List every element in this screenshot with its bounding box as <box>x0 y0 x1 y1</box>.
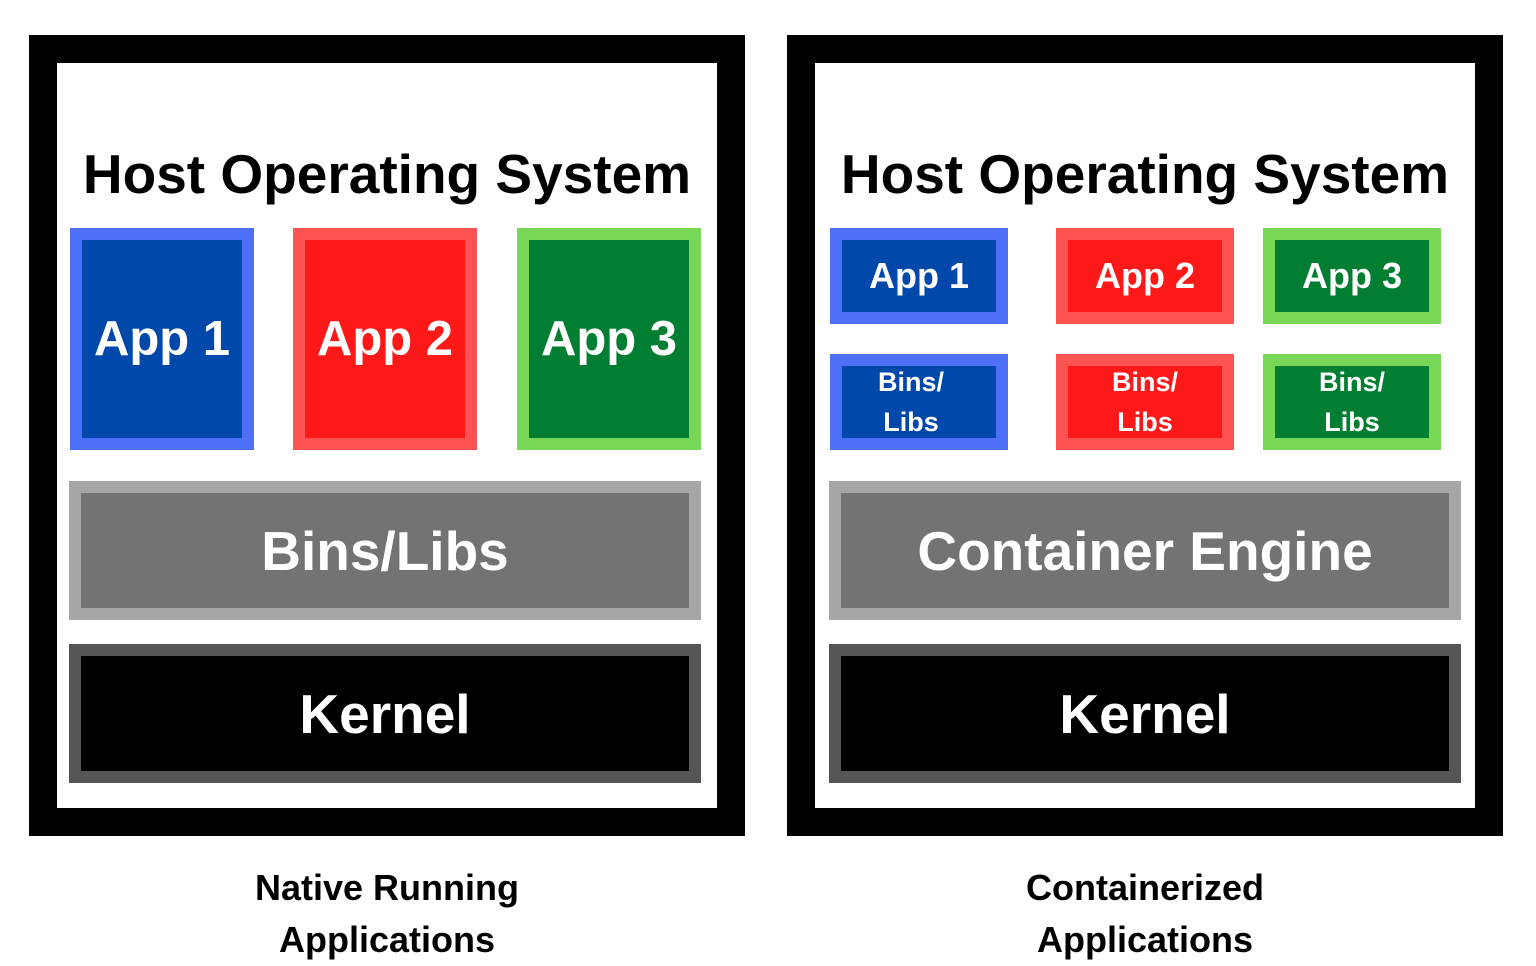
container-bins-libs-2-box: Bins/ Libs <box>1056 354 1234 450</box>
container-bins-libs-1-line-2: Libs <box>883 407 939 437</box>
container-bins-libs-2-text: Bins/ Libs <box>1112 362 1178 442</box>
container-bins-libs-3-line-1: Bins/ <box>1318 367 1385 397</box>
container-bins-libs-3-box: Bins/ Libs <box>1263 354 1441 450</box>
container-app-3-label: App 3 <box>1301 255 1402 296</box>
container-bins-libs-3-line-2: Libs <box>1324 407 1380 437</box>
native-caption-line-1: Native Running <box>254 867 519 908</box>
native-host-panel: Host Operating System App 1 App 2 App 3 … <box>29 35 745 836</box>
native-app-1-label: App 1 <box>93 312 231 366</box>
container-bins-libs-3-text: Bins/ Libs <box>1319 362 1385 442</box>
container-host-inner: Host Operating System App 1 App 2 App 3 … <box>815 63 1475 808</box>
container-engine-label: Container Engine <box>917 519 1373 582</box>
container-host-panel: Host Operating System App 1 App 2 App 3 … <box>787 35 1503 836</box>
container-app-3-box: App 3 <box>1263 228 1441 324</box>
native-app-2-label: App 2 <box>316 312 454 366</box>
native-host-title: Host Operating System <box>82 143 692 205</box>
container-host-title: Host Operating System <box>840 143 1450 205</box>
container-bins-libs-2-line-2: Libs <box>1117 407 1173 437</box>
native-bins-libs-label: Bins/Libs <box>261 519 509 582</box>
native-app-2-box: App 2 <box>293 228 477 450</box>
container-app-2-label: App 2 <box>1094 255 1195 296</box>
container-bins-libs-1-text: Bins/ Libs <box>878 362 944 442</box>
native-caption: Native Running Applications <box>29 862 745 966</box>
container-bins-libs-1-box: Bins/ Libs <box>830 354 1008 450</box>
container-caption-line-2: Applications <box>1036 919 1254 960</box>
container-kernel-layer: Kernel <box>829 644 1461 783</box>
container-app-1-label: App 1 <box>868 255 969 296</box>
container-kernel-label: Kernel <box>1059 682 1231 745</box>
native-caption-line-2: Applications <box>278 919 496 960</box>
native-app-1-box: App 1 <box>70 228 254 450</box>
container-bins-libs-2-line-1: Bins/ <box>1111 367 1178 397</box>
container-caption-line-1: Containerized <box>1025 867 1265 908</box>
native-app-3-label: App 3 <box>540 312 678 366</box>
native-bins-libs-layer: Bins/Libs <box>69 481 701 620</box>
container-caption: Containerized Applications <box>787 862 1503 966</box>
native-kernel-layer: Kernel <box>69 644 701 783</box>
container-bins-libs-1-line-1: Bins/ <box>877 367 944 397</box>
native-host-inner: Host Operating System App 1 App 2 App 3 … <box>57 63 717 808</box>
native-app-3-box: App 3 <box>517 228 701 450</box>
container-app-2-box: App 2 <box>1056 228 1234 324</box>
container-engine-layer: Container Engine <box>829 481 1461 620</box>
native-kernel-label: Kernel <box>299 682 471 745</box>
container-app-1-box: App 1 <box>830 228 1008 324</box>
